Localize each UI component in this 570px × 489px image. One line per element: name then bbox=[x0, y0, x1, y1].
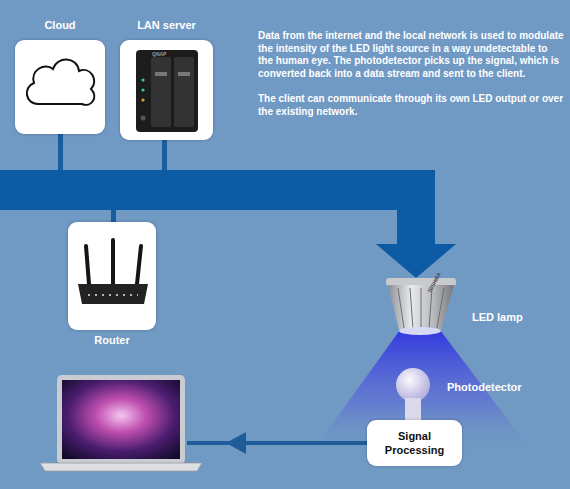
brand-mark: QNAP bbox=[152, 51, 166, 57]
cloud-icon bbox=[27, 59, 94, 104]
server-led bbox=[141, 88, 144, 91]
description-text: Data from the internet and the local net… bbox=[258, 30, 564, 80]
router-link bbox=[111, 210, 116, 222]
server-link bbox=[162, 140, 167, 170]
router-body bbox=[78, 284, 148, 304]
server-drive bbox=[151, 57, 171, 127]
drive-handle bbox=[155, 72, 167, 76]
part-name: Photodetector bbox=[447, 381, 522, 393]
laptop-screen bbox=[62, 380, 180, 459]
server-body bbox=[136, 50, 198, 132]
node-heading: LAN server bbox=[120, 19, 213, 31]
server-box: LAN server bbox=[120, 40, 213, 140]
router-lights bbox=[88, 294, 138, 296]
laptop-frame bbox=[57, 375, 185, 464]
laptop-base bbox=[40, 463, 202, 471]
drive-handle bbox=[178, 72, 190, 76]
server-button bbox=[141, 116, 146, 121]
photodetector-bulb bbox=[396, 368, 430, 402]
node-heading: Router bbox=[68, 334, 156, 346]
router-antennas bbox=[86, 240, 141, 284]
brand-mark: TOSHIBA bbox=[426, 271, 442, 294]
lamp-rim bbox=[386, 278, 456, 286]
server-drive bbox=[174, 57, 194, 127]
server-led bbox=[141, 98, 144, 101]
lamp-reflector bbox=[388, 285, 454, 330]
band-arrow-stem bbox=[397, 209, 435, 245]
router-box: Router bbox=[68, 222, 156, 330]
client-link bbox=[187, 441, 367, 445]
cloud-link bbox=[58, 133, 63, 170]
photodetector-base bbox=[405, 398, 421, 420]
cloud-box: Cloud bbox=[15, 40, 105, 134]
lamp-lens bbox=[399, 327, 441, 335]
client-arrow-head bbox=[226, 432, 246, 454]
node-label: Signal Processing bbox=[367, 420, 462, 466]
server-led bbox=[141, 78, 144, 81]
part-name: LED lamp bbox=[472, 311, 523, 323]
lamp-fins bbox=[398, 288, 444, 329]
process-box: Signal Processing bbox=[367, 420, 462, 466]
network-band bbox=[0, 170, 435, 210]
description-text: The client can communicate through its o… bbox=[258, 93, 564, 118]
node-heading: Cloud bbox=[15, 19, 105, 31]
text-block: Data from the internet and the local net… bbox=[258, 30, 564, 131]
band-arrow-head bbox=[376, 244, 456, 278]
